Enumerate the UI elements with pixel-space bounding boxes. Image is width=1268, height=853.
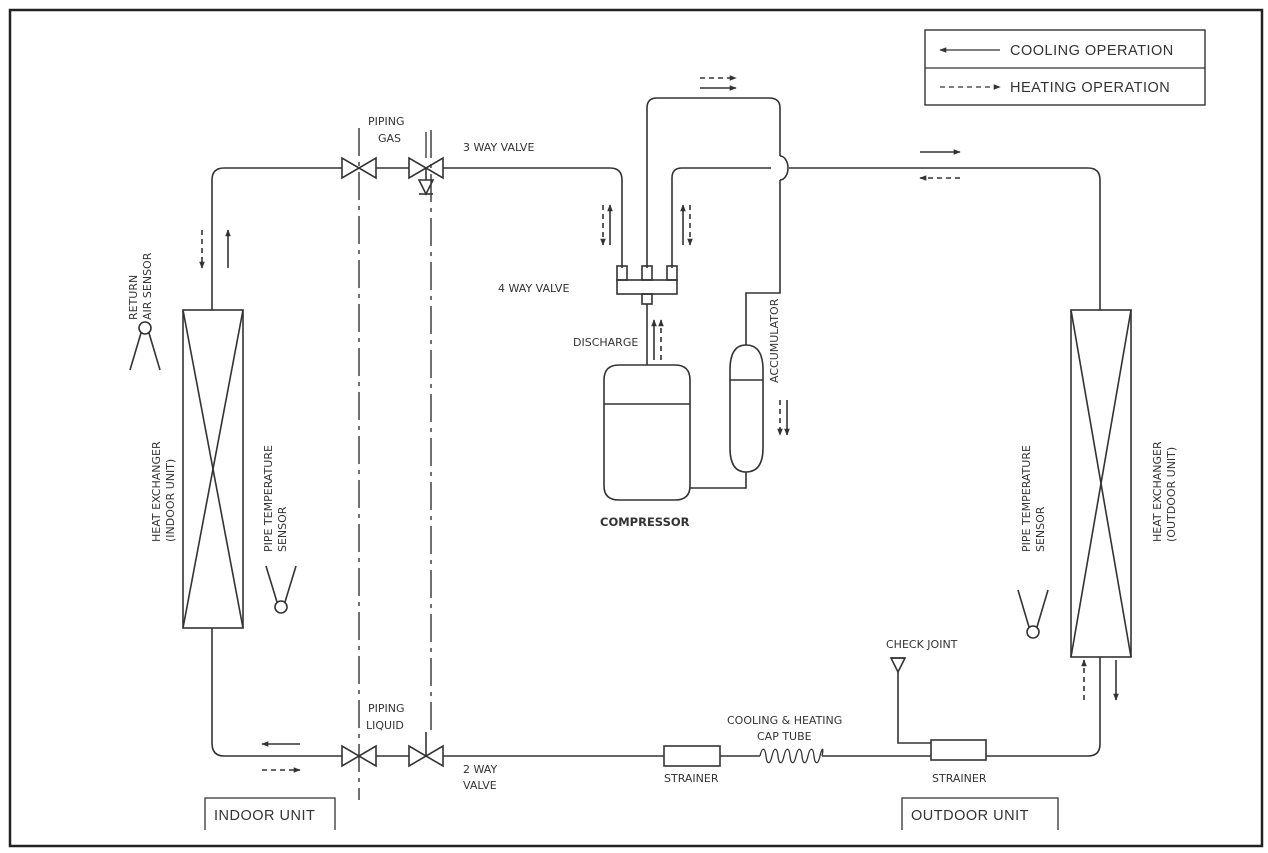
strainer-2 (930, 739, 987, 761)
indoor-pipe-sensor-label-line1: PIPE TEMPERATURE (262, 445, 275, 552)
indoor-hx-label-line1: HEAT EXCHANGER (150, 441, 163, 542)
compressor (603, 364, 747, 501)
check-joint-icon (889, 657, 907, 674)
three-way-valve-label: 3 WAY VALVE (463, 141, 534, 154)
return-air-sensor-icon (129, 321, 161, 371)
check-joint-label: CHECK JOINT (886, 638, 958, 651)
compressor-label: COMPRESSOR (600, 515, 690, 529)
accumulator (729, 344, 764, 473)
outdoor-heat-exchanger (1070, 309, 1132, 658)
legend-cooling-label: COOLING OPERATION (1010, 43, 1174, 59)
outdoor-hx-label-line2: (OUTDOOR UNIT) (1165, 447, 1178, 542)
outdoor-pipe-sensor-label-line2: SENSOR (1034, 506, 1047, 552)
cap-tube-coil (759, 748, 824, 764)
indoor-pipe-sensor-label-line2: SENSOR (276, 506, 289, 552)
cap-tube-label-line1: COOLING & HEATING (727, 714, 842, 727)
piping-liquid-label-line2: LIQUID (366, 719, 404, 732)
four-way-valve (616, 265, 678, 365)
indoor-hx-label-line2: (INDOOR UNIT) (164, 459, 177, 542)
legend-heating-label: HEATING OPERATION (1010, 80, 1170, 96)
two-way-valve (408, 732, 444, 768)
return-air-sensor-label-line2: AIR SENSOR (141, 252, 154, 320)
indoor-heat-exchanger (182, 309, 244, 629)
outdoor-pipe-sensor-icon (1017, 589, 1049, 639)
accumulator-label: ACCUMULATOR (768, 298, 781, 383)
strainer-1 (663, 745, 721, 767)
piping-gas-label-line2: GAS (378, 132, 401, 145)
flow-arrows (199, 75, 1119, 773)
two-way-valve-label-line2: VALVE (463, 779, 497, 792)
strainer-1-label: STRAINER (664, 772, 719, 785)
two-way-valve-label-line1: 2 WAY (463, 763, 497, 776)
three-way-valve (408, 156, 444, 196)
outer-frame (8, 8, 1264, 848)
indoor-unit-box: INDOOR UNIT (204, 797, 336, 830)
outdoor-pipe-sensor-label-line1: PIPE TEMPERATURE (1020, 445, 1033, 552)
discharge-label: DISCHARGE (573, 336, 638, 349)
cap-tube-label-line2: CAP TUBE (757, 730, 812, 743)
piping-gas-label-line1: PIPING (368, 115, 405, 128)
legend: COOLING OPERATION HEATING OPERATION (924, 29, 1206, 106)
piping-gas-valve (341, 156, 377, 180)
indoor-unit-label: INDOOR UNIT (214, 808, 315, 824)
outdoor-unit-label: OUTDOOR UNIT (911, 808, 1029, 824)
four-way-valve-label: 4 WAY VALVE (498, 282, 569, 295)
indoor-pipe-sensor-icon (265, 565, 297, 614)
strainer-2-label: STRAINER (932, 772, 987, 785)
outdoor-hx-label-line1: HEAT EXCHANGER (1151, 441, 1164, 542)
piping-liquid-label-line1: PIPING (368, 702, 405, 715)
piping-liquid-valve (341, 744, 377, 768)
return-air-sensor-label-line1: RETURN (127, 275, 140, 320)
refrigerant-piping (211, 97, 1101, 757)
outdoor-unit-box: OUTDOOR UNIT (901, 797, 1059, 830)
